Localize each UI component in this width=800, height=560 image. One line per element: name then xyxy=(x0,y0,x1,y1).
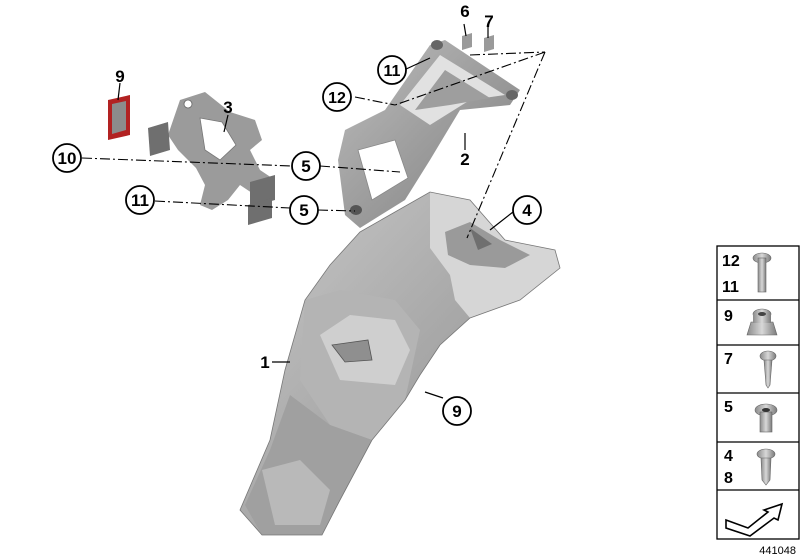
damper-pad xyxy=(248,198,272,225)
svg-text:5: 5 xyxy=(299,201,308,220)
svg-text:8: 8 xyxy=(724,470,733,487)
rear-fender-part xyxy=(239,191,561,536)
plate-holder-part xyxy=(168,92,275,210)
svg-text:4: 4 xyxy=(724,448,733,465)
leader-lines xyxy=(117,23,514,399)
svg-text:4: 4 xyxy=(522,201,532,220)
callout-4: 4 xyxy=(512,195,542,225)
hardware-legend: 12 11 9 7 5 4 8 xyxy=(716,245,800,540)
svg-text:11: 11 xyxy=(131,191,149,210)
spacer-bushing-icon xyxy=(754,403,778,433)
callout-6b: 7 xyxy=(484,12,493,31)
doc-number: 441048 xyxy=(759,545,796,557)
svg-text:12: 12 xyxy=(328,90,346,107)
assembly-lines xyxy=(81,51,546,239)
svg-text:7: 7 xyxy=(484,12,493,31)
callout-8: 11 xyxy=(125,185,155,215)
screw-icon xyxy=(759,350,777,389)
nut-icon xyxy=(746,308,778,336)
callout-7: 10 xyxy=(52,143,82,173)
svg-text:3: 3 xyxy=(223,98,232,117)
clip-part xyxy=(462,33,472,50)
mounting-bracket-part xyxy=(338,40,520,228)
callout-5a: 5 xyxy=(291,151,321,181)
callout-1: 1 xyxy=(260,353,269,372)
damper-pad xyxy=(148,122,170,156)
long-bolt-icon xyxy=(752,252,772,293)
callout-2: 2 xyxy=(460,150,469,169)
direction-arrow-icon xyxy=(725,502,784,537)
callout-11: 11 xyxy=(377,55,407,85)
callout-9: 9 xyxy=(442,396,472,426)
svg-text:11: 11 xyxy=(722,279,739,296)
svg-text:1: 1 xyxy=(260,353,269,372)
callout-10: 9 xyxy=(115,67,124,86)
callout-5b: 5 xyxy=(289,195,319,225)
svg-text:5: 5 xyxy=(301,157,310,176)
svg-text:7: 7 xyxy=(724,351,733,368)
callout-6a: 6 xyxy=(460,2,469,21)
clip-part xyxy=(484,35,494,52)
callout-3: 3 xyxy=(223,98,232,117)
svg-text:6: 6 xyxy=(460,2,469,21)
svg-text:5: 5 xyxy=(724,399,733,416)
svg-text:2: 2 xyxy=(460,150,469,169)
svg-text:11: 11 xyxy=(384,63,401,80)
reflector-part xyxy=(108,95,130,140)
svg-text:9: 9 xyxy=(724,308,733,325)
svg-text:9: 9 xyxy=(115,67,124,86)
svg-text:10: 10 xyxy=(58,149,77,168)
short-bolt-icon xyxy=(756,448,776,486)
svg-text:12: 12 xyxy=(722,253,740,270)
svg-text:9: 9 xyxy=(452,402,461,421)
callout-12: 12 xyxy=(322,82,352,112)
